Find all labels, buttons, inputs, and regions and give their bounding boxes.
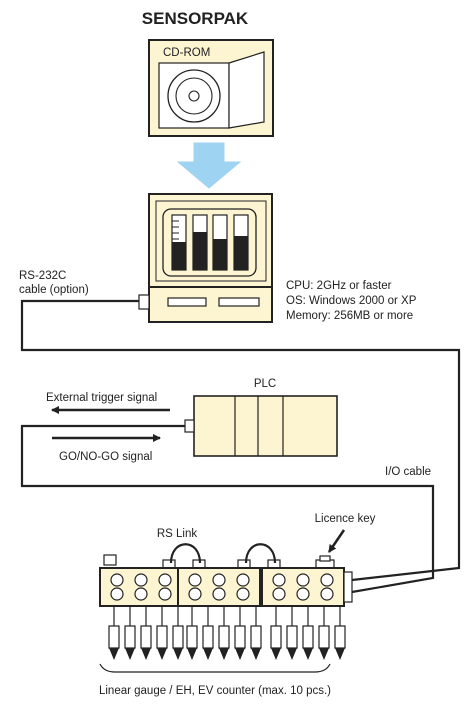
gauge-bracket: [99, 663, 331, 673]
bar-graph-icon: [171, 214, 249, 271]
rs-link-label: RS Link: [157, 528, 198, 540]
connector: [162, 559, 176, 569]
gauge-tip-icon: [125, 648, 135, 660]
cdrom-package: CD-ROM: [148, 39, 274, 137]
gauge-body: [318, 625, 330, 649]
go-nogo-label: GO/NO-GO signal: [59, 451, 152, 463]
gauge-body: [334, 625, 346, 649]
gauge-tip-icon: [251, 648, 261, 660]
licence-key-arrow: [327, 529, 346, 553]
connector: [103, 554, 117, 566]
gauge-body: [108, 625, 120, 649]
rs-link-cable-2: [244, 543, 277, 564]
gauge-body: [270, 625, 282, 649]
gauge-tip-icon: [319, 648, 329, 660]
input-port: [296, 573, 310, 587]
gauge-tip-icon: [271, 648, 281, 660]
gauge-tip-icon: [187, 648, 197, 660]
input-port: [320, 587, 334, 601]
gauge-tip-icon: [173, 648, 183, 660]
input-port: [134, 587, 148, 601]
gauge-tip-icon: [141, 648, 151, 660]
gauge-body: [156, 625, 168, 649]
gauge-body: [218, 625, 230, 649]
gauge-body: [302, 625, 314, 649]
disc-icon: [167, 69, 221, 123]
input-port: [110, 587, 124, 601]
rs232c-cable: [20, 299, 461, 582]
diagram-title: SENSORPAK: [142, 9, 249, 28]
rs232c-label-2: cable (option): [19, 284, 89, 296]
io-connector: [343, 571, 353, 603]
gauge-body: [124, 625, 136, 649]
io-cable: [20, 424, 435, 594]
os-spec: OS: Windows 2000 or XP: [286, 295, 417, 307]
connector: [237, 559, 251, 569]
licence-key-label: Licence key: [315, 513, 376, 525]
gauge-tip-icon: [109, 648, 119, 660]
gauge-body: [202, 625, 214, 649]
plc-label: PLC: [254, 378, 276, 390]
input-port: [236, 587, 250, 601]
input-port: [272, 573, 286, 587]
rs-link-cable-1: [169, 543, 202, 564]
gauge-body: [286, 625, 298, 649]
gauge-tip-icon: [203, 648, 213, 660]
counter-units: [99, 554, 353, 660]
gauge-tip-icon: [303, 648, 313, 660]
install-arrow: [176, 142, 242, 189]
input-port: [110, 573, 124, 587]
gauge-body: [140, 625, 152, 649]
external-trigger-label: External trigger signal: [46, 392, 157, 404]
gauge-body: [234, 625, 246, 649]
cpu-spec: CPU: 2GHz or faster: [286, 280, 392, 292]
input-port: [212, 587, 226, 601]
gauge-body: [186, 625, 198, 649]
input-port: [320, 573, 334, 587]
gauge-tip-icon: [157, 648, 167, 660]
pc-base: [138, 286, 273, 323]
input-port: [296, 587, 310, 601]
cdrom-label: CD-ROM: [163, 47, 210, 59]
bottom-caption: Linear gauge / EH, EV counter (max. 10 p…: [99, 685, 331, 697]
gauge-tip-icon: [335, 648, 345, 660]
input-port: [134, 573, 148, 587]
input-port: [272, 587, 286, 601]
input-port: [236, 573, 250, 587]
input-port: [158, 573, 172, 587]
pc-monitor: [148, 193, 273, 288]
input-port: [188, 587, 202, 601]
rs232c-label: RS-232C: [19, 270, 66, 282]
gauge-tip-icon: [219, 648, 229, 660]
gauge-body: [250, 625, 262, 649]
gauge-tip-icon: [235, 648, 245, 660]
io-cable-label: I/O cable: [385, 466, 431, 478]
input-port: [212, 573, 226, 587]
memory-spec: Memory: 256MB or more: [286, 310, 413, 322]
gauge-body: [172, 625, 184, 649]
gauge-tip-icon: [287, 648, 297, 660]
plc-unit: [184, 395, 338, 457]
input-port: [188, 573, 202, 587]
licence-key-icon: [319, 555, 331, 562]
input-port: [158, 587, 172, 601]
